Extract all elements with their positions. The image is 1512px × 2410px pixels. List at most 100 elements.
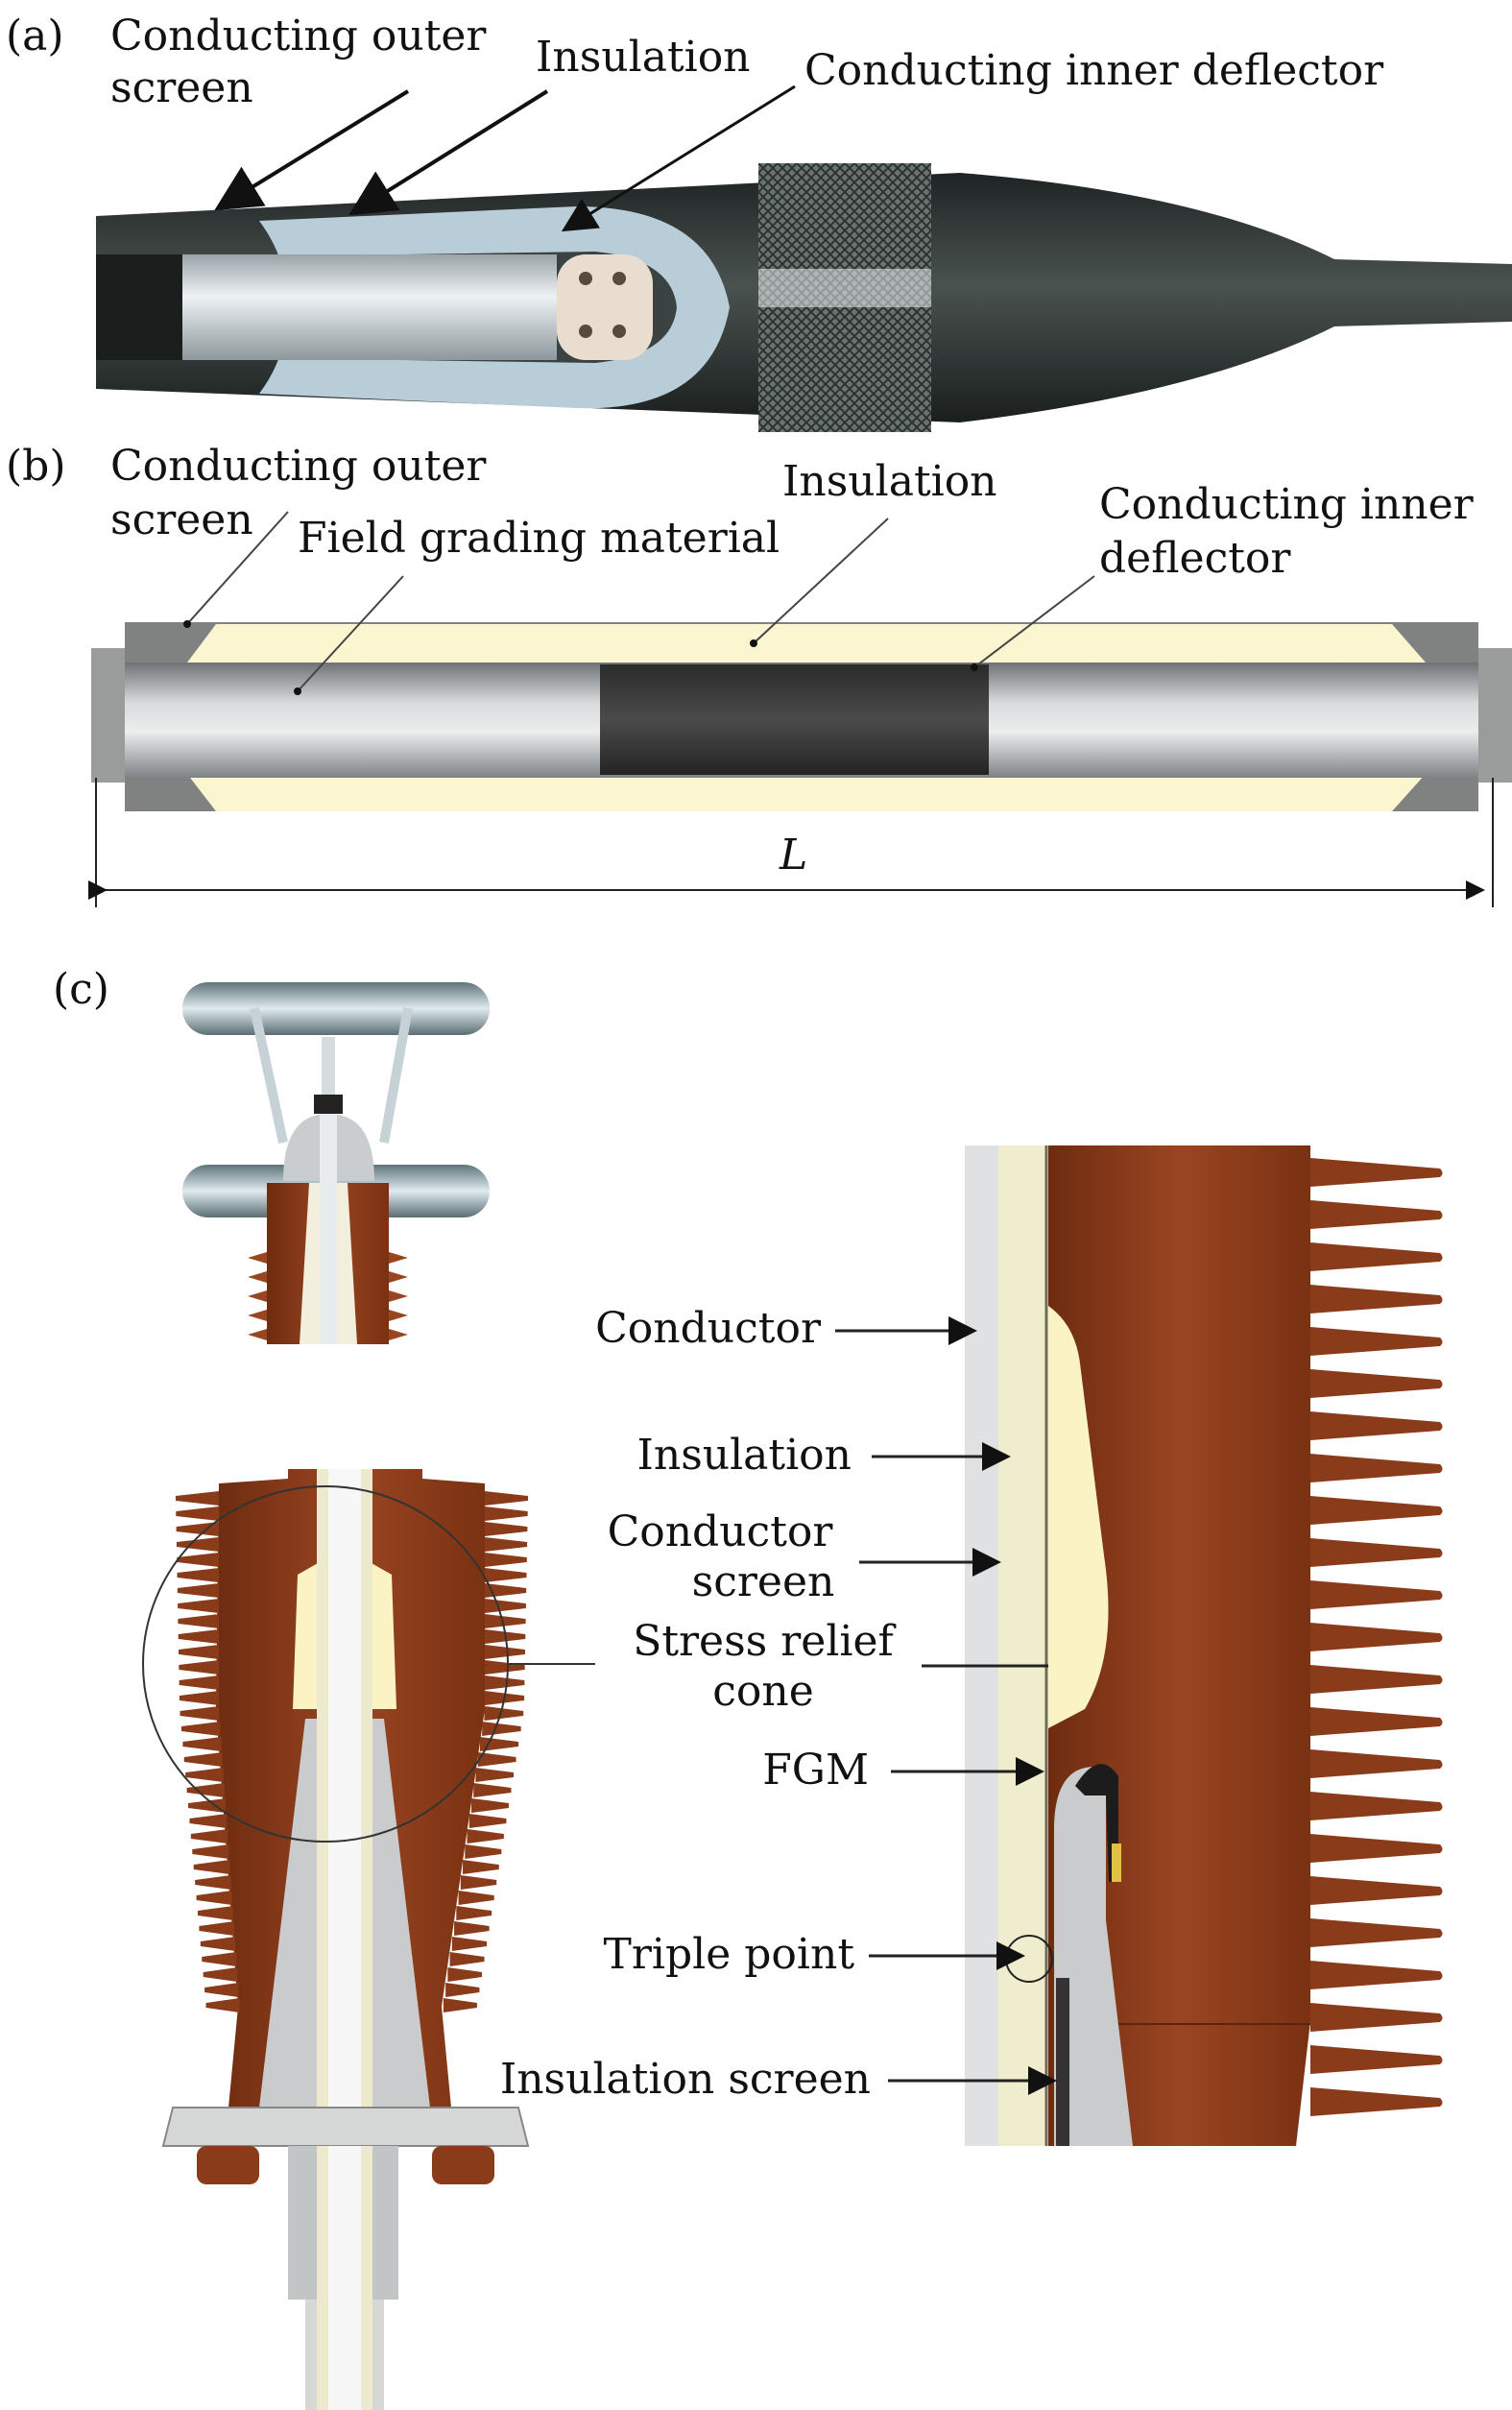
insulator-shed (467, 1829, 504, 1844)
label-conductor-screen-line1: Conductor (607, 1507, 833, 1556)
insulator-shed (463, 1860, 499, 1874)
insulator-shed (205, 1998, 240, 2012)
insulator-shed (1310, 1242, 1443, 1271)
insulator-shed (1310, 1961, 1443, 1989)
insulator-shed (1310, 1496, 1443, 1525)
insulator-shed (199, 1921, 234, 1936)
insulator-shed (182, 1737, 222, 1751)
insulator-shed (485, 1568, 527, 1582)
zoom-circle (142, 1485, 509, 1843)
insulator-shed (485, 1614, 526, 1628)
label-outer-screen-a-line1: Conducting outer (110, 12, 487, 60)
label-triple-point-c: Triple point (603, 1930, 854, 1979)
insulator-shed (200, 1937, 236, 1951)
termination-overview-c (182, 982, 490, 1344)
insulator-shed (445, 1983, 480, 1997)
insulator-shed (1310, 1369, 1443, 1398)
label-stress-cone-line2: cone (712, 1667, 814, 1716)
label-fgm-c: FGM (762, 1746, 869, 1795)
insulator-shed (188, 1798, 226, 1813)
insulator-shed (176, 1506, 219, 1521)
insulator-shed (186, 1783, 225, 1797)
insulator-shed (475, 1768, 515, 1782)
insulator-shed (447, 1967, 483, 1982)
insulator-shed (454, 1921, 490, 1936)
insulator-shed (1310, 1834, 1443, 1863)
insulator-shed (1310, 1200, 1443, 1229)
label-outer-screen-b-line1: Conducting outer (110, 442, 487, 491)
insulator-shed (180, 1706, 220, 1721)
insulator-shed (485, 1522, 528, 1536)
insulator-shed (1310, 1327, 1443, 1356)
insulator-shed (176, 1537, 219, 1552)
insulator-shed (179, 1645, 219, 1659)
insulator-shed (204, 1983, 239, 1997)
insulator-shed (484, 1706, 524, 1721)
insulator-shed (482, 1722, 521, 1736)
sheds-small (248, 1252, 408, 1340)
insulator-shed (177, 1568, 219, 1582)
panel-label-c: (c) (53, 965, 109, 1014)
insulator-shed (465, 1844, 502, 1859)
label-inner-deflector-b-line1: Conducting inner (1099, 480, 1474, 529)
insulator-shed (1310, 1158, 1443, 1187)
insulator-shed (202, 1952, 237, 1966)
insulator-shed (1310, 1749, 1443, 1778)
arrow-insulation-a (348, 89, 549, 216)
label-stress-cone-line1: Stress relief (633, 1617, 894, 1666)
insulator-shed (477, 1752, 516, 1767)
insulator-shed (189, 1814, 228, 1828)
label-conductor-screen-c: Conductor screen (595, 1507, 845, 1607)
insulator-shed (1310, 1707, 1443, 1736)
insulator-shed (485, 1660, 525, 1675)
insulator-shed (485, 1675, 525, 1690)
cable-joint-section-b (88, 511, 1512, 907)
insulator-shed (193, 1860, 230, 1874)
insulator-shed (197, 1906, 233, 1920)
insulator-shed (485, 1583, 527, 1598)
insulator-shed (196, 1891, 232, 1905)
sheds-right (443, 1491, 528, 2012)
insulator-shed (179, 1675, 219, 1690)
insulator-shed (177, 1553, 219, 1567)
insulator-shed (176, 1522, 219, 1536)
label-conductor-c: Conductor (595, 1304, 821, 1353)
insulator-shed (485, 1491, 528, 1506)
insulator-shed (1310, 1580, 1443, 1609)
termination-section-c (142, 1469, 595, 2410)
insulator-shed (1310, 1665, 1443, 1694)
insulator-shed (485, 1599, 526, 1613)
panel-label-a: (a) (6, 12, 64, 60)
arrow-outer-screen-a (214, 89, 410, 211)
insulator-shed (1310, 2087, 1443, 2116)
insulator-shed (1310, 1876, 1443, 1905)
label-insulation-screen-c: Insulation screen (499, 2055, 871, 2104)
insulator-shed (192, 1844, 229, 1859)
insulator-shed (485, 1645, 525, 1659)
insulator-shed (468, 1814, 507, 1828)
sheds-detail (1310, 1158, 1443, 2116)
insulator-shed (1310, 2003, 1443, 2032)
sheds-left (176, 1491, 240, 2012)
insulator-shed (179, 1660, 219, 1675)
label-outer-screen-b-line2: screen (110, 495, 253, 544)
panel-label-b: (b) (6, 442, 66, 491)
insulator-shed (443, 1998, 477, 2012)
arrow-inner-deflector-a (561, 84, 796, 232)
insulator-shed (1310, 1538, 1443, 1567)
label-stress-cone-c: Stress relief cone (614, 1617, 912, 1717)
insulator-shed (485, 1537, 528, 1552)
label-fgm-b: Field grading material (298, 514, 780, 563)
insulator-shed (178, 1629, 219, 1644)
label-conductor-screen-line2: screen (691, 1557, 835, 1606)
insulator-shed (471, 1798, 509, 1813)
insulator-shed (1310, 1411, 1443, 1440)
insulator-shed (1310, 1918, 1443, 1947)
label-insulation-b: Insulation (782, 457, 997, 506)
insulator-shed (485, 1506, 528, 1521)
insulator-shed (179, 1691, 219, 1705)
connector-holes (579, 272, 626, 338)
termination-detail-c (835, 1145, 1443, 2146)
insulator-shed (178, 1614, 219, 1628)
